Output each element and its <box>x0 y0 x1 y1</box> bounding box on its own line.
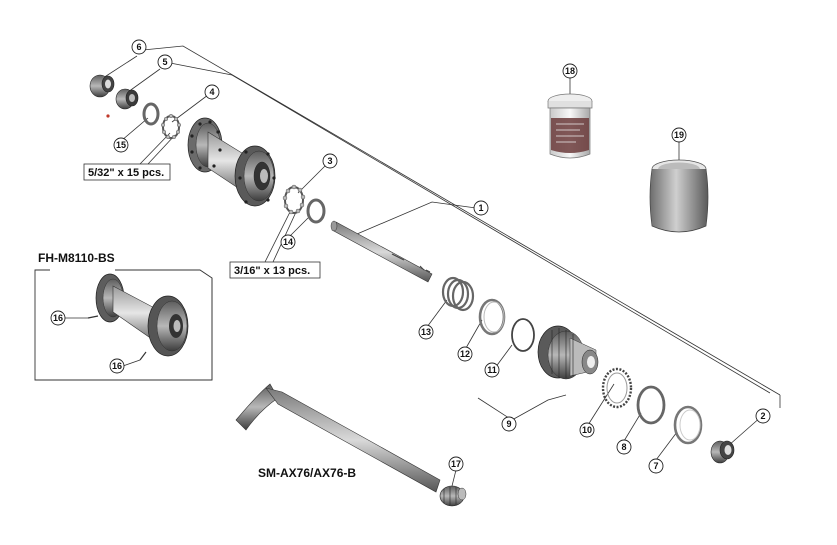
callout-circle <box>755 408 771 424</box>
ball-label-large-text: 3/16" x 13 pcs. <box>234 265 310 277</box>
part-14-ring <box>306 198 326 224</box>
callout-c19: 19 <box>671 127 687 143</box>
part-5-cone <box>115 88 139 110</box>
callout-c16a: 16 <box>50 310 66 326</box>
callout-c17: 17 <box>448 456 464 472</box>
callout-circle <box>448 456 464 472</box>
callout-circle <box>322 153 338 169</box>
callout-circle <box>484 362 500 378</box>
callout-number: 3 <box>327 156 332 166</box>
callout-circle <box>562 63 578 79</box>
part-6-lock-nut <box>89 74 115 98</box>
hub-body <box>187 117 276 207</box>
inset-title: FH-M8110-BS <box>38 251 115 265</box>
callout-number: 12 <box>460 349 470 359</box>
part-4-ball-retainer <box>160 113 181 139</box>
callout-number: 18 <box>565 66 575 76</box>
callout-number: 16 <box>112 361 122 371</box>
callout-number: 1 <box>478 203 483 213</box>
callout-number: 16 <box>53 313 63 323</box>
callout-c6: 6 <box>131 39 147 55</box>
callout-circle <box>579 422 595 438</box>
callout-c1: 1 <box>473 200 489 216</box>
callout-number: 11 <box>487 365 497 375</box>
callout-c5: 5 <box>157 54 173 70</box>
callout-circle <box>280 234 296 250</box>
callout-c18: 18 <box>562 63 578 79</box>
callout-circle <box>50 310 66 326</box>
ball-label-small-text: 5/32" x 15 pcs. <box>88 167 164 179</box>
callout-c3: 3 <box>322 153 338 169</box>
part-19-sleeve <box>649 159 709 233</box>
leader-lines <box>63 45 781 487</box>
ball-label-small: 5/32" x 15 pcs. <box>83 163 171 181</box>
callout-circle <box>204 84 220 100</box>
callout-circle <box>109 358 125 374</box>
callout-number: 13 <box>421 327 431 337</box>
part-2-end-cap <box>710 440 735 464</box>
ball-label-large: 3/16" x 13 pcs. <box>229 261 321 279</box>
callout-c11: 11 <box>484 362 500 378</box>
part-3-ball-retainer <box>282 184 306 215</box>
callout-c15: 15 <box>113 137 129 153</box>
part-8-washer <box>636 385 666 425</box>
callout-number: 9 <box>506 419 511 429</box>
part-17-thru-axle <box>235 383 467 507</box>
callout-c9: 9 <box>501 416 517 432</box>
callout-circle <box>616 439 632 455</box>
callout-number: 17 <box>451 459 461 469</box>
callout-c8: 8 <box>616 439 632 455</box>
callout-c4: 4 <box>204 84 220 100</box>
part-7-washer <box>673 405 703 445</box>
callout-circle <box>157 54 173 70</box>
callout-circle <box>473 200 489 216</box>
callout-number: 19 <box>674 130 684 140</box>
callout-circle <box>671 127 687 143</box>
callout-circle <box>501 416 517 432</box>
callout-c13: 13 <box>418 324 434 340</box>
part-11-snap-ring <box>511 318 535 352</box>
callout-circle <box>648 458 664 474</box>
part-13-spring <box>441 276 475 312</box>
part-9-drive-ring <box>537 325 599 380</box>
callout-number: 10 <box>582 425 592 435</box>
callout-circle <box>131 39 147 55</box>
callout-c16b: 16 <box>109 358 125 374</box>
part-15-ring <box>142 102 160 126</box>
callout-number: 7 <box>653 461 658 471</box>
callout-number: 15 <box>116 140 126 150</box>
callout-c2: 2 <box>755 408 771 424</box>
callout-number: 4 <box>209 87 214 97</box>
inset-panel <box>34 269 213 381</box>
part-10-toothed-ring <box>601 367 633 409</box>
callout-number: 2 <box>760 411 765 421</box>
callout-circle <box>457 346 473 362</box>
part-12-ring <box>478 298 506 336</box>
axle-model-label: SM-AX76/AX76-B <box>258 466 356 480</box>
callout-c12: 12 <box>457 346 473 362</box>
callout-number: 14 <box>283 237 293 247</box>
callout-circle <box>418 324 434 340</box>
callout-c10: 10 <box>579 422 595 438</box>
callout-number: 6 <box>136 42 141 52</box>
part-18-grease-jar <box>547 93 593 159</box>
callout-number: 8 <box>621 442 626 452</box>
callout-number: 5 <box>162 57 167 67</box>
callout-c14: 14 <box>280 234 296 250</box>
callout-c7: 7 <box>648 458 664 474</box>
callout-circle <box>113 137 129 153</box>
inset-hub <box>87 273 189 361</box>
marker-dot <box>106 114 110 118</box>
part-1-axle <box>330 220 433 283</box>
